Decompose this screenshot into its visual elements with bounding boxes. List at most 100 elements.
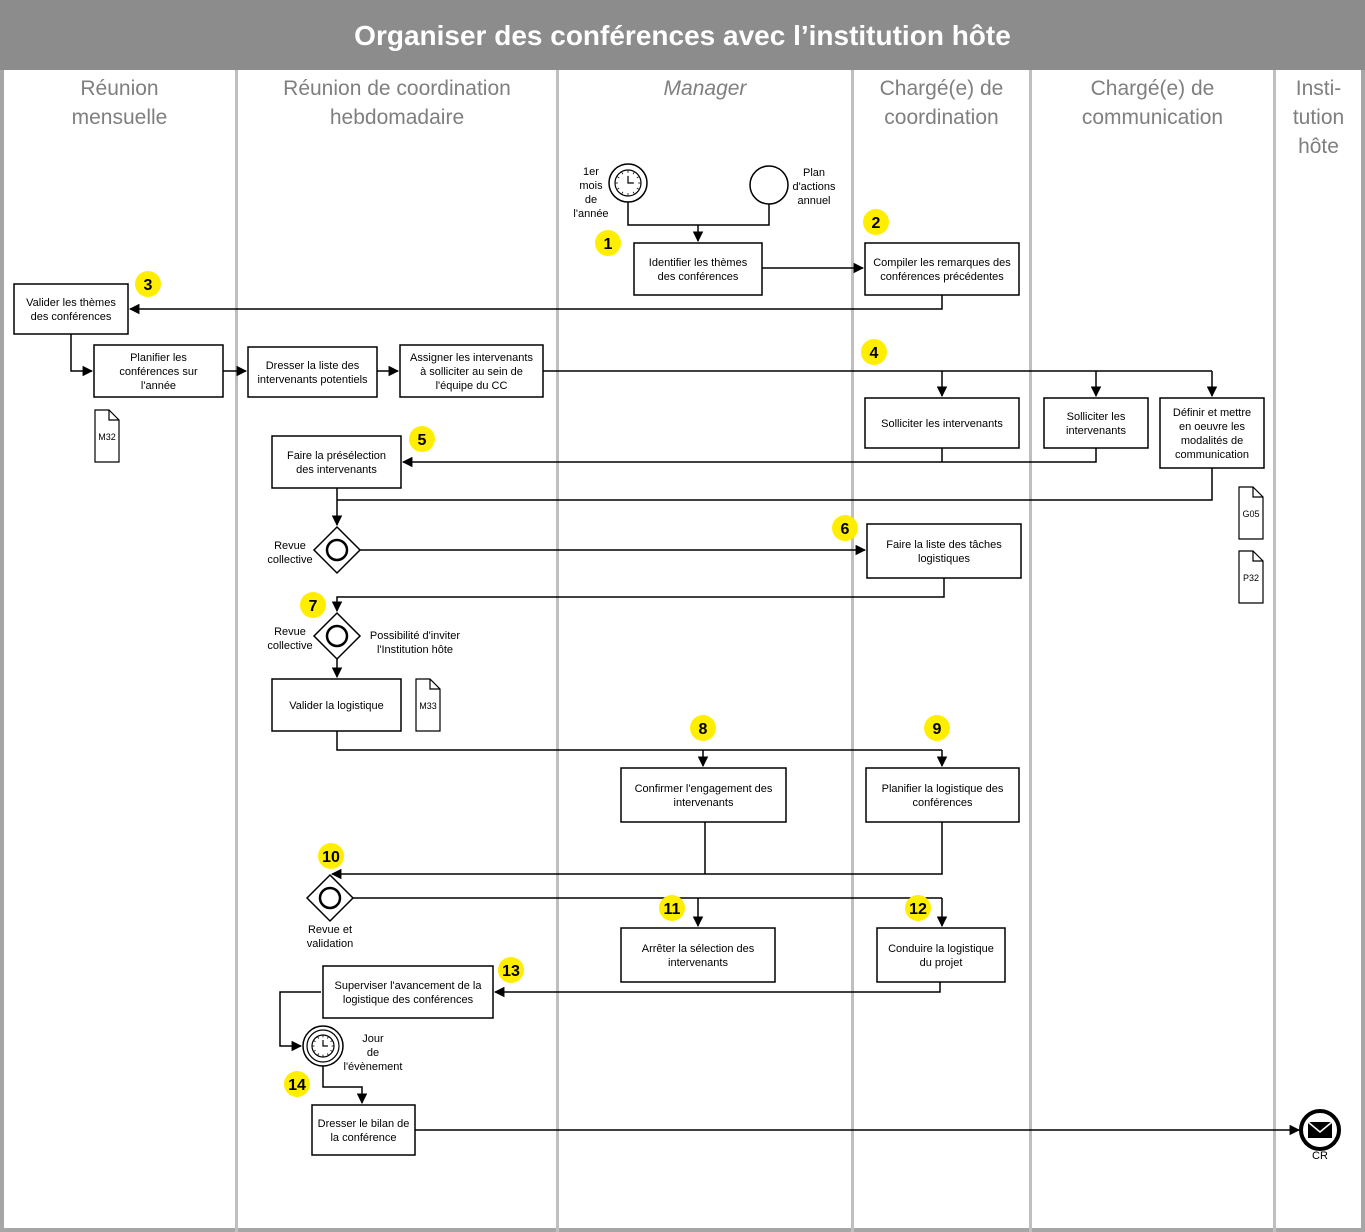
doc-m32[interactable]: M32	[94, 409, 120, 463]
document-label: M33	[419, 701, 437, 711]
label-text: Définir et mettre	[1173, 407, 1251, 419]
badge-number: 12	[909, 901, 927, 918]
label-text: Confirmer l'engagement des	[635, 783, 773, 795]
gateway-circle	[325, 538, 349, 562]
label-text: Faire la présélection	[287, 450, 386, 462]
badge-number: 5	[418, 432, 427, 449]
label-text: Solliciter les intervenants	[881, 418, 1003, 430]
gateway-circle	[318, 886, 342, 910]
task-box	[399, 344, 544, 398]
sequence-flow	[322, 1066, 368, 1105]
label-text: Planifier les	[130, 352, 187, 364]
label-text: conférences sur	[119, 366, 198, 378]
task-solliciter-intervenants-coordination[interactable]: Solliciter les intervenants	[864, 397, 1020, 449]
document-fold	[108, 410, 119, 421]
label-text: Revue et	[308, 924, 352, 936]
badge-circle	[409, 426, 435, 452]
label-text: conférences précédentes	[880, 271, 1004, 283]
task-superviser-avancement[interactable]: Superviser l'avancement de lalogistique …	[322, 965, 494, 1019]
label-text: l'année	[141, 380, 176, 392]
label-text: l'Institution hôte	[377, 644, 453, 656]
gateway-revue-validation[interactable]: Revue et validation	[305, 873, 355, 950]
task-valider-logistique[interactable]: Valider la logistique	[271, 678, 402, 732]
badge-circle	[300, 592, 326, 618]
clock-tick	[330, 1049, 333, 1052]
task-box	[93, 344, 224, 398]
document-fold	[1252, 551, 1263, 562]
task-planifier-conferences[interactable]: Planifier les conférences sur l'année	[93, 344, 224, 398]
task-arreter-selection[interactable]: Arrêter la sélection des intervenants	[620, 927, 776, 983]
badge-number: 10	[322, 849, 340, 866]
lane-divider	[1029, 70, 1032, 1232]
clock-hands	[322, 1039, 328, 1047]
badge-circle	[595, 230, 621, 256]
doc-g05[interactable]: G05	[1238, 486, 1264, 540]
clock-tick	[326, 1036, 329, 1039]
gateway-circle	[325, 624, 349, 648]
label-text: conférences	[913, 797, 973, 809]
label-text: Superviser l'avancement de la	[334, 980, 482, 992]
label-text: mois	[579, 180, 603, 192]
badge-circle	[832, 515, 858, 541]
task-box	[866, 523, 1022, 579]
document-fold	[1252, 487, 1263, 498]
label-text: validation	[307, 938, 353, 950]
doc-m33[interactable]: M33	[415, 678, 441, 732]
document-label: P32	[1243, 573, 1259, 583]
task-box	[876, 927, 1006, 983]
label-text: intervenants	[674, 797, 734, 809]
clock-tick	[632, 191, 635, 194]
label-text: Dresser le bilan de	[318, 1118, 410, 1130]
task-box	[620, 927, 776, 983]
label-text: Arrêter la sélection des	[642, 943, 755, 955]
label-text: intervenants	[668, 957, 728, 969]
gateway-diamond	[312, 525, 362, 575]
label-text: annuel	[797, 195, 830, 207]
lane-divider	[235, 70, 238, 1232]
label-text: de	[367, 1047, 379, 1059]
gateway-revue-collective-1[interactable]: Revue collective	[267, 525, 362, 575]
end-message-event[interactable]: CR	[1299, 1109, 1341, 1162]
lane-header-charge-communication: Chargé(e) de communication	[1081, 77, 1224, 129]
label-text: Valider la logistique	[289, 700, 384, 712]
label-text: Compiler les remarques des	[873, 257, 1011, 269]
label-text: à solliciter au sein de	[420, 366, 523, 378]
badge-number: 8	[699, 721, 708, 738]
label-text: l'année	[573, 208, 608, 220]
label-text: Revue	[274, 540, 306, 552]
badge-number: 3	[144, 277, 153, 294]
step-badge-1: 1	[595, 230, 621, 256]
step-badge-11: 11	[659, 895, 685, 921]
step-badge-13: 13	[498, 957, 524, 983]
task-box	[1159, 397, 1265, 469]
label-text: du projet	[920, 957, 963, 969]
label-text: collective	[267, 554, 312, 566]
label-text: Valider les thèmes	[26, 297, 116, 309]
event-inner-circle	[306, 1029, 340, 1063]
clock-tick	[313, 1049, 316, 1052]
label-text: communication	[1175, 449, 1249, 461]
doc-p32[interactable]: P32	[1238, 550, 1264, 604]
task-compiler-remarques[interactable]: Compiler les remarques des conférences pr…	[864, 242, 1020, 296]
task-confirmer-engagement[interactable]: Confirmer l'engagement des intervenants	[620, 767, 787, 823]
lane-header-manager: Manager	[663, 77, 747, 100]
label-text: Solliciter les	[1067, 411, 1126, 423]
task-box	[322, 965, 494, 1019]
document-label: G05	[1242, 509, 1259, 519]
